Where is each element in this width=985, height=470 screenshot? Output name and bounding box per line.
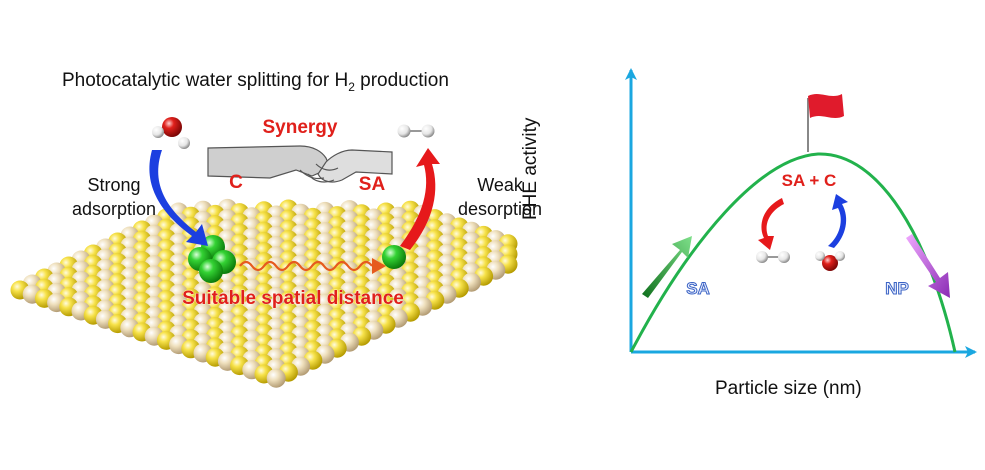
flag-icon bbox=[807, 94, 844, 152]
adsorption-cycle-arrow bbox=[828, 194, 848, 248]
increase-arrow bbox=[642, 236, 692, 298]
water-molecule-icon bbox=[152, 117, 190, 149]
np-region-label: NP bbox=[885, 279, 909, 298]
sa-label: SA bbox=[359, 174, 386, 195]
wave-arrowhead bbox=[372, 258, 386, 274]
strong-adsorption-caption: Strong adsorption bbox=[72, 173, 156, 221]
single-atom-green bbox=[382, 245, 406, 269]
weak-line2: desorption bbox=[458, 199, 543, 219]
beige-atom bbox=[266, 368, 286, 388]
title-main: Photocatalytic water splitting for H bbox=[62, 70, 349, 91]
adsorption-arrow bbox=[149, 150, 208, 246]
peak-hydrogen-icon bbox=[756, 251, 790, 263]
distance-label: Suitable spatial distance bbox=[182, 288, 404, 309]
synergy-label: Synergy bbox=[263, 117, 338, 138]
handshake-icon bbox=[207, 145, 393, 183]
desorption-cycle-arrow bbox=[758, 198, 784, 250]
c-label: C bbox=[229, 172, 243, 193]
strong-line2: adsorption bbox=[72, 199, 157, 219]
title-subscript: 2 bbox=[348, 79, 355, 94]
strong-line1: Strong bbox=[87, 175, 141, 195]
title-suffix: production bbox=[354, 70, 449, 91]
y-axis-label: PHE activity bbox=[520, 117, 541, 220]
x-axis-label: Particle size (nm) bbox=[715, 378, 862, 399]
spatial-distance-wave bbox=[239, 260, 373, 272]
desorption-arrow bbox=[400, 148, 440, 250]
peak-label: SA + C bbox=[782, 171, 837, 190]
sa-region-label: SA bbox=[686, 279, 710, 298]
peak-water-icon bbox=[815, 251, 845, 271]
green-cluster bbox=[188, 235, 236, 283]
decrease-arrow bbox=[906, 234, 950, 298]
diagram-title: Photocatalytic water splitting for H2 pr… bbox=[62, 70, 449, 94]
weak-desorption-caption: Weak desorption bbox=[458, 173, 542, 221]
hydrogen-molecule-icon bbox=[397, 124, 435, 138]
weak-line1: Weak bbox=[477, 175, 523, 195]
